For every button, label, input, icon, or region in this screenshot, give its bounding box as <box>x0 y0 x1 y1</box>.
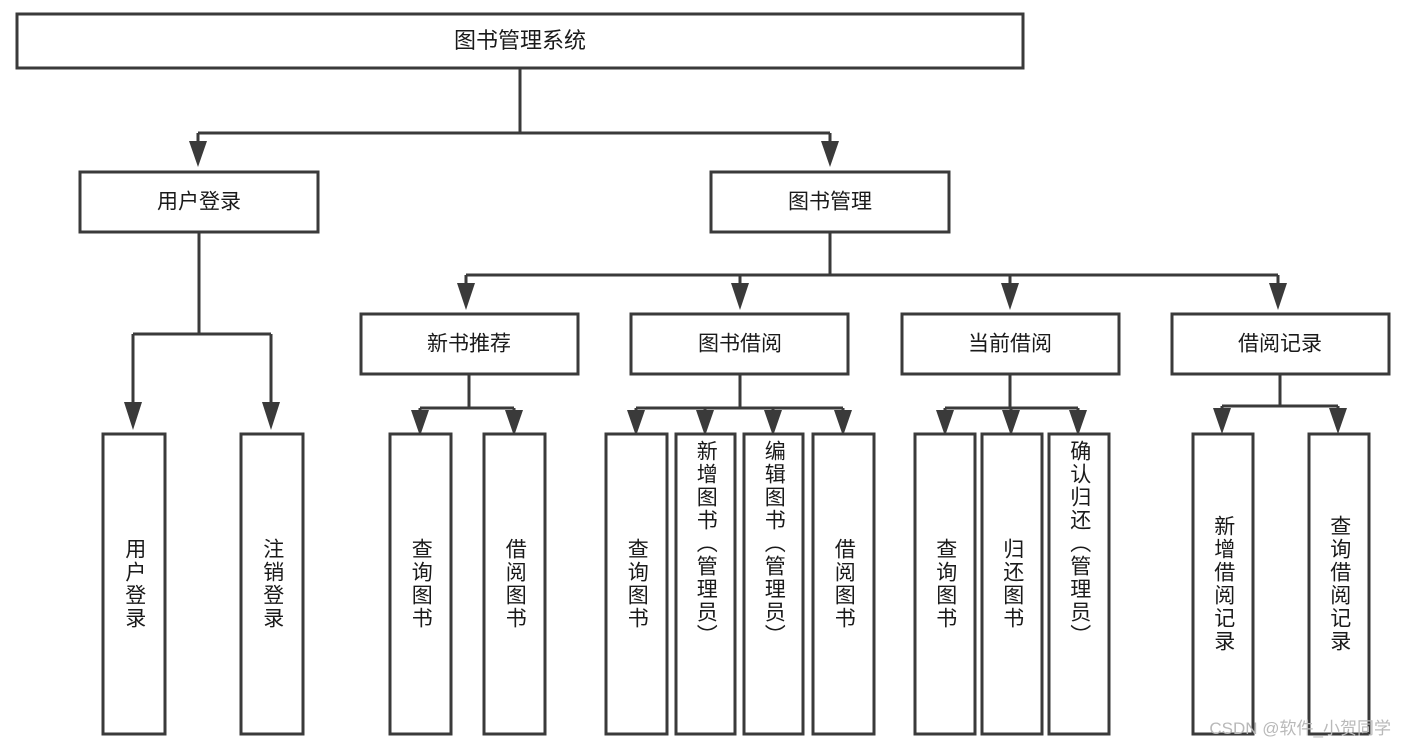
node-root-label: 图书管理系统 <box>454 28 586 53</box>
node-book-borrow-box[interactable] <box>629 312 850 376</box>
arrowhead-currentborrow-to-leaf1 <box>1002 410 1020 436</box>
leaf-box-current-borrow-0[interactable] <box>913 432 977 736</box>
leaf-box-new-book-1[interactable] <box>482 432 547 736</box>
leaf-box-book-borrow-0[interactable] <box>604 432 669 736</box>
node-current-borrow-label: 当前借阅 <box>968 333 1052 356</box>
leaf-box-new-book-0[interactable] <box>388 432 453 736</box>
leaf-box-current-borrow-2[interactable] <box>1047 432 1111 736</box>
arrowhead-bookborrow-to-leaf2 <box>764 410 782 436</box>
node-user-login[interactable]: 用户登录 <box>78 170 320 234</box>
leaf-box-book-borrow-3[interactable] <box>811 432 876 736</box>
arrowhead-currentborrow-to-leaf2 <box>1069 410 1087 436</box>
node-borrow-records-box[interactable] <box>1170 312 1391 376</box>
node-book-borrow[interactable]: 图书借阅 <box>629 312 850 376</box>
leaf-box-user-login-1[interactable] <box>239 432 305 736</box>
node-new-book-recommend-box[interactable] <box>359 312 580 376</box>
leaf-box-current-borrow-1[interactable] <box>980 432 1044 736</box>
node-current-borrow-box[interactable] <box>900 312 1121 376</box>
arrowhead-bookmgmt-to-l2-1 <box>731 283 749 310</box>
node-book-management[interactable]: 图书管理 <box>709 170 951 234</box>
arrowhead-bookmgmt-to-l2-3 <box>1269 283 1287 310</box>
arrowhead-bookmgmt-to-l2-0 <box>457 283 475 310</box>
arrowhead-bookborrow-to-leaf0 <box>627 410 645 436</box>
arrowhead-records-to-leaf0 <box>1213 408 1231 434</box>
arrowhead-root-to-bookmgmt <box>821 141 839 167</box>
arrowhead-bookborrow-to-leaf3 <box>834 410 852 436</box>
node-root-box[interactable] <box>15 12 1025 70</box>
arrowhead-records-to-leaf1 <box>1329 408 1347 434</box>
node-book-management-box[interactable] <box>709 170 951 234</box>
arrowhead-newbook-to-leaf1 <box>505 410 523 436</box>
node-new-book-recommend-label: 新书推荐 <box>427 333 511 356</box>
leaf-box-book-borrow-1[interactable] <box>674 432 737 736</box>
leaf-box-borrow-records-1[interactable] <box>1307 432 1371 736</box>
node-new-book-recommend[interactable]: 新书推荐 <box>359 312 580 376</box>
node-book-management-label: 图书管理 <box>788 191 872 214</box>
leaf-box-user-login-0[interactable] <box>101 432 167 736</box>
arrowhead-currentborrow-to-leaf0 <box>936 410 954 436</box>
leaf-box-book-borrow-2[interactable] <box>742 432 805 736</box>
arrowhead-root-to-login <box>189 141 207 167</box>
node-borrow-records[interactable]: 借阅记录 <box>1170 312 1391 376</box>
arrowhead-login-to-leaf1 <box>262 402 280 430</box>
node-user-login-label: 用户登录 <box>157 191 241 214</box>
node-book-borrow-label: 图书借阅 <box>698 333 782 356</box>
arrowhead-newbook-to-leaf0 <box>411 410 429 436</box>
arrowhead-login-to-leaf0 <box>124 402 142 430</box>
node-root[interactable]: 图书管理系统 <box>15 12 1025 70</box>
arrowhead-bookmgmt-to-l2-2 <box>1001 283 1019 310</box>
node-current-borrow[interactable]: 当前借阅 <box>900 312 1121 376</box>
arrowhead-bookborrow-to-leaf1 <box>696 410 714 436</box>
leaf-box-borrow-records-0[interactable] <box>1191 432 1255 736</box>
node-borrow-records-label: 借阅记录 <box>1238 333 1322 356</box>
